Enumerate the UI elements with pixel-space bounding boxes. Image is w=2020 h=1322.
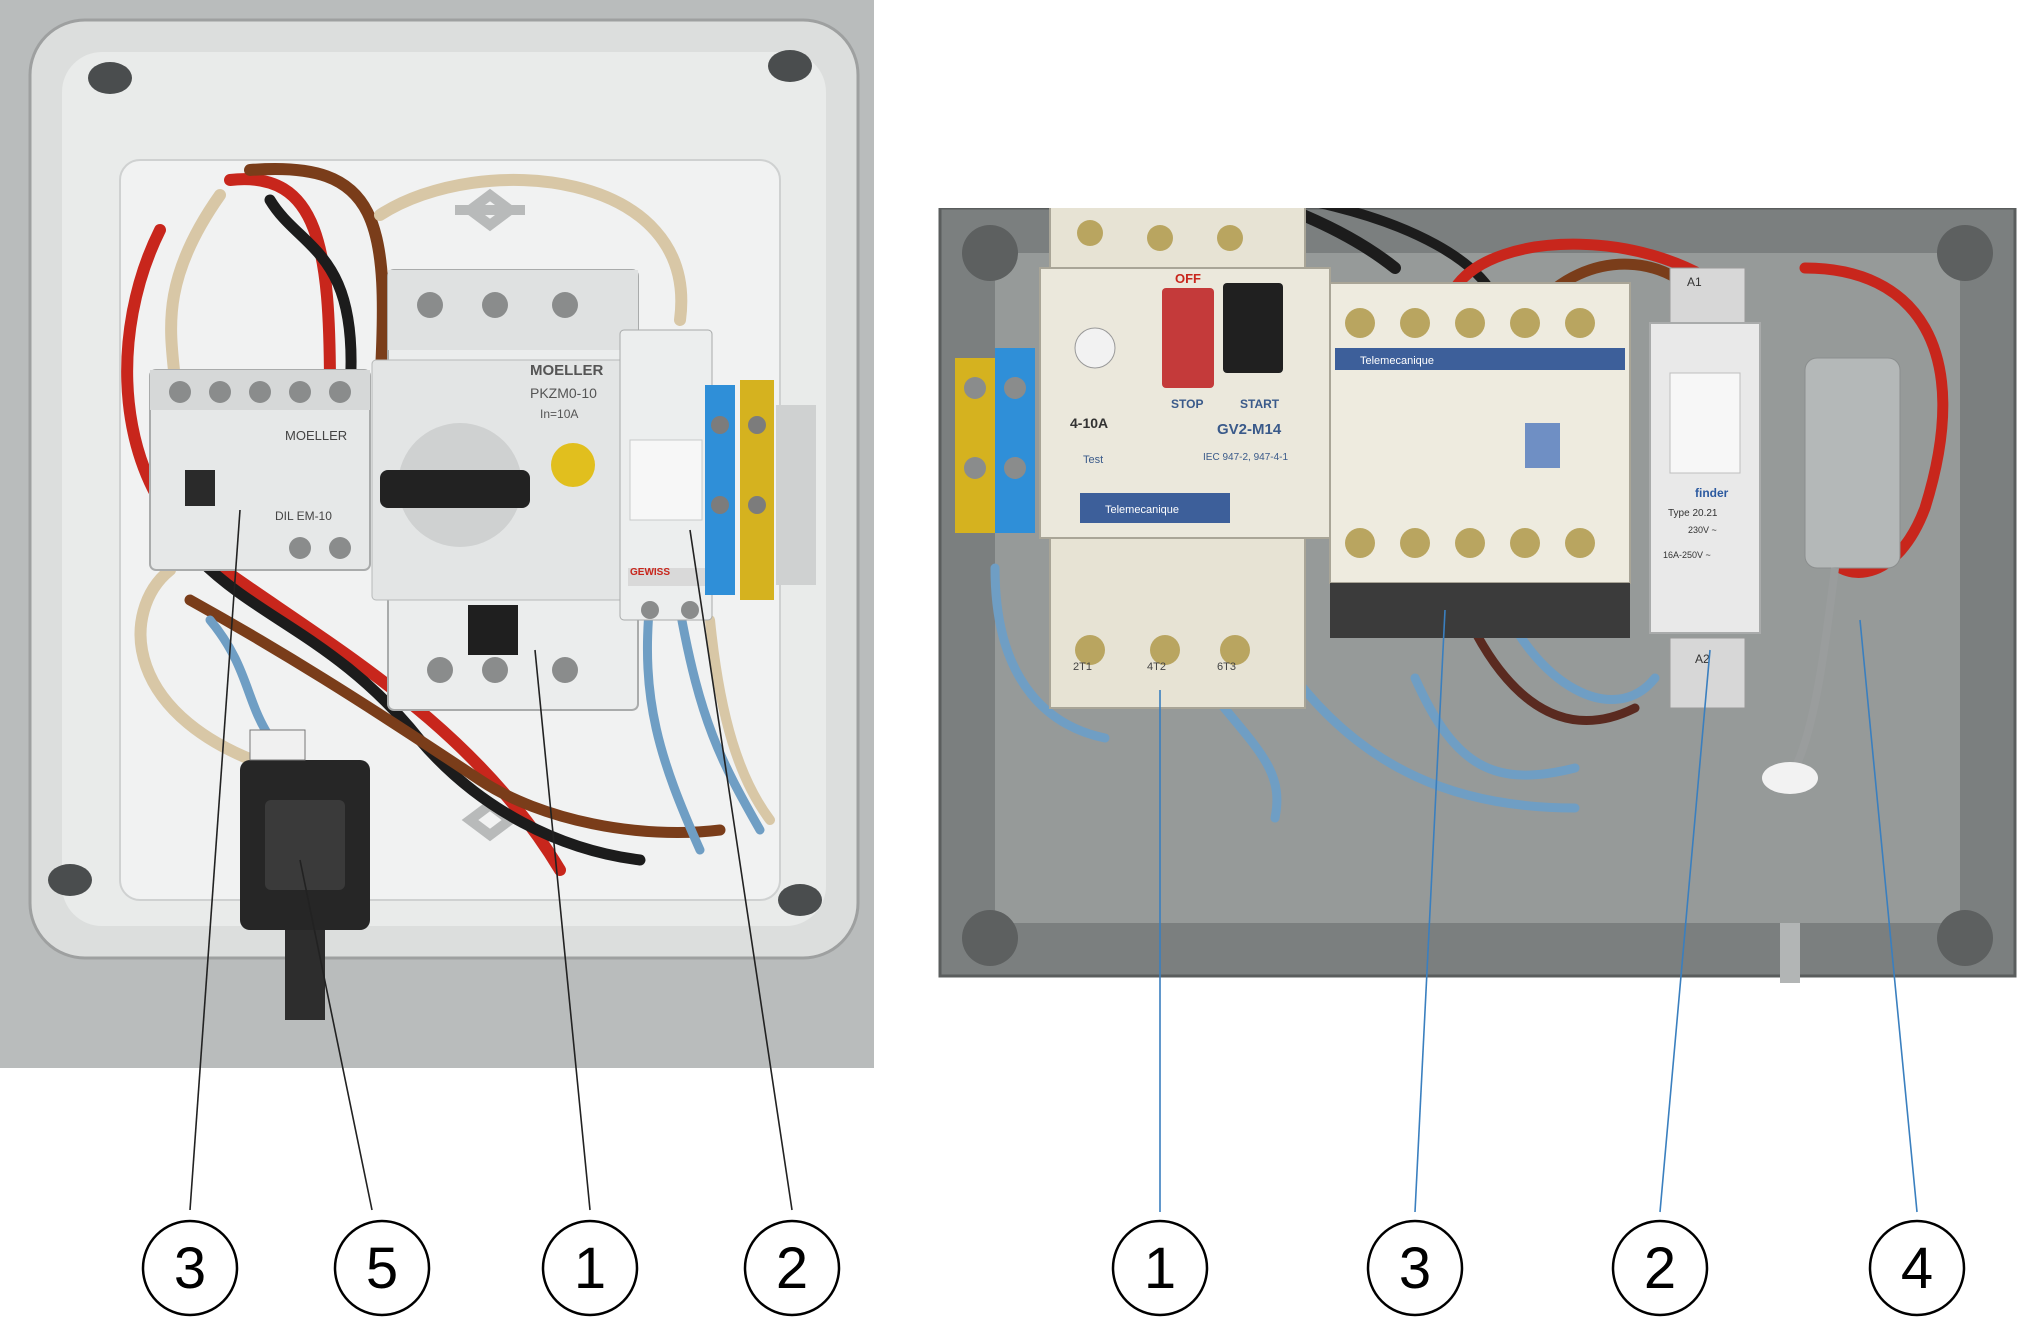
right-breaker-test: Test bbox=[1083, 454, 1103, 466]
left-contactor-model: DIL EM-10 bbox=[275, 509, 332, 523]
callout-left-3-text: 3 bbox=[174, 1236, 206, 1301]
right-stop-label: STOP bbox=[1171, 397, 1203, 411]
callout-left-3: 3 bbox=[140, 1218, 240, 1318]
left-terminal-blocks bbox=[705, 380, 816, 600]
right-off-label: OFF bbox=[1175, 271, 1201, 286]
callout-left-2-text: 2 bbox=[776, 1236, 808, 1301]
right-terminal-blocks bbox=[955, 348, 1035, 533]
right-term-6: 6T3 bbox=[1217, 661, 1236, 673]
right-start-label: START bbox=[1240, 397, 1280, 411]
right-relay-a1: A1 bbox=[1687, 275, 1702, 289]
callout-left-5-text: 5 bbox=[366, 1236, 398, 1301]
right-breaker-brand: Telemecanique bbox=[1105, 504, 1179, 516]
right-term-2: 2T1 bbox=[1073, 661, 1092, 673]
callout-left-5: 5 bbox=[332, 1218, 432, 1318]
right-breaker-range: 4-10A bbox=[1070, 415, 1108, 431]
left-contactor: MOELLER DIL EM-10 bbox=[149, 369, 371, 571]
left-contactor-brand: MOELLER bbox=[285, 428, 347, 443]
callout-left-2: 2 bbox=[742, 1218, 842, 1318]
left-motor-breaker: MOELLER PKZM0-10 In=10A bbox=[371, 269, 639, 711]
right-motor-breaker: OFF STOP START 4-10A GV2-M14 IEC 947-2, … bbox=[1039, 208, 1331, 709]
callout-right-4-text: 4 bbox=[1901, 1236, 1933, 1301]
right-relay-coil: 230V ~ bbox=[1688, 525, 1717, 535]
left-breaker-brand: MOELLER bbox=[530, 362, 603, 379]
left-float-switch bbox=[240, 729, 370, 1020]
right-relay: A1 finder Type 20.21 230V ~ 16A-250V ~ A… bbox=[1649, 267, 1761, 709]
right-breaker-standard: IEC 947-2, 947-4-1 bbox=[1203, 452, 1288, 463]
callout-right-3-text: 3 bbox=[1399, 1236, 1431, 1301]
right-photo-drawing: OFF STOP START 4-10A GV2-M14 IEC 947-2, … bbox=[935, 208, 2020, 986]
left-photo-drawing: MOELLER DIL EM-10 MOELLER PKZM0-10 In=10… bbox=[28, 18, 860, 1020]
callout-left-1-text: 1 bbox=[574, 1236, 606, 1301]
callout-right-1-text: 1 bbox=[1144, 1236, 1176, 1301]
callout-right-3: 3 bbox=[1365, 1218, 1465, 1318]
right-contactor: Telemecanique bbox=[1329, 282, 1631, 638]
right-relay-contact: 16A-250V ~ bbox=[1663, 550, 1711, 560]
left-photo-enclosure: MOELLER DIL EM-10 MOELLER PKZM0-10 In=10… bbox=[0, 0, 874, 1068]
callout-right-4: 4 bbox=[1867, 1218, 1967, 1318]
right-term-4: 4T2 bbox=[1147, 661, 1166, 673]
mounting-cross-top bbox=[455, 188, 525, 232]
right-breaker-model: GV2-M14 bbox=[1217, 421, 1282, 438]
callout-right-2: 2 bbox=[1610, 1218, 1710, 1318]
callout-left-1: 1 bbox=[540, 1218, 640, 1318]
left-breaker-rating: In=10A bbox=[540, 407, 578, 421]
right-relay-type: Type 20.21 bbox=[1668, 508, 1718, 519]
left-relay: GEWISS bbox=[619, 329, 713, 621]
right-relay-brand: finder bbox=[1695, 486, 1729, 500]
callout-right-1: 1 bbox=[1110, 1218, 1210, 1318]
callout-right-2-text: 2 bbox=[1644, 1236, 1676, 1301]
left-relay-brand: GEWISS bbox=[630, 567, 670, 578]
left-breaker-model: PKZM0-10 bbox=[530, 385, 597, 401]
right-float-switch bbox=[1762, 357, 1901, 983]
right-contactor-brand: Telemecanique bbox=[1360, 355, 1434, 367]
right-relay-a2: A2 bbox=[1695, 652, 1710, 666]
right-photo-enclosure: OFF STOP START 4-10A GV2-M14 IEC 947-2, … bbox=[935, 208, 2020, 986]
cast-corner-holes bbox=[962, 225, 1993, 966]
